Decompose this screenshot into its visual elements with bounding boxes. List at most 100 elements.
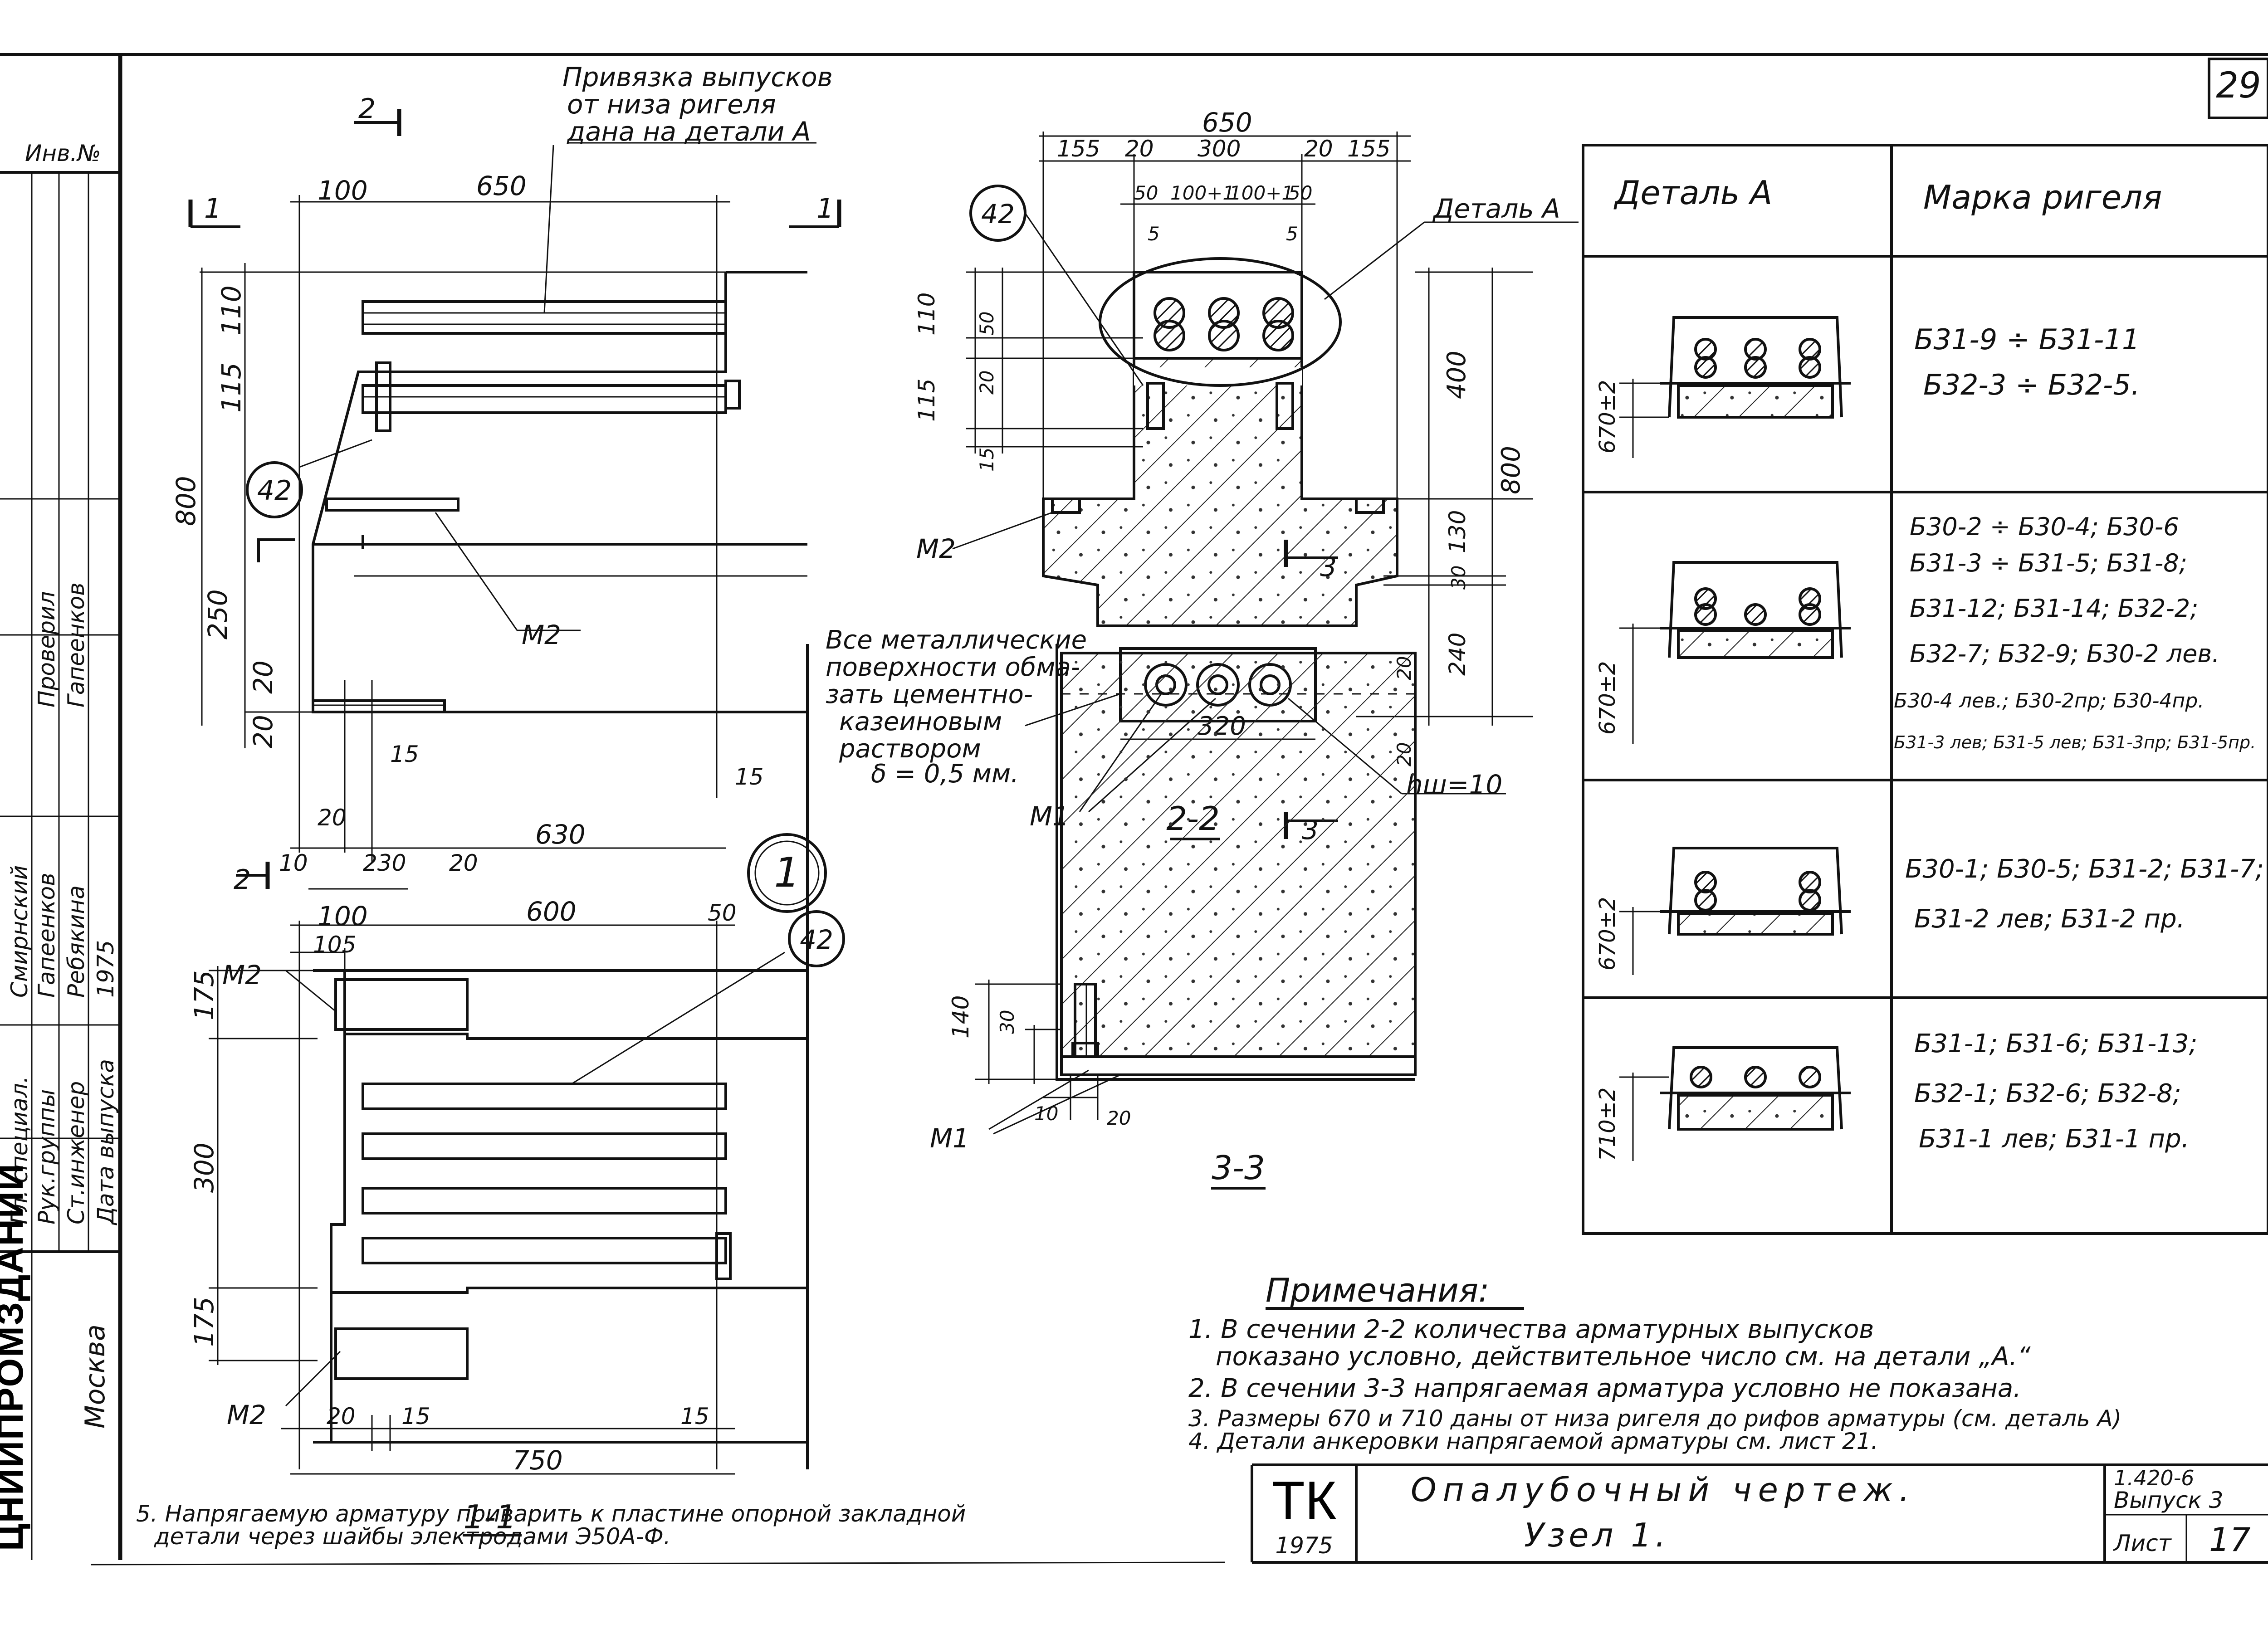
view-3-3-title: 3-3: [1212, 1149, 1265, 1187]
node-circle: [747, 833, 827, 913]
plan-dim-175b: 175: [189, 1297, 220, 1347]
embed-right: [1276, 382, 1294, 430]
signature-role-4: Дата выпуска: [93, 1059, 119, 1225]
section-mark-2-top: 2: [358, 93, 376, 125]
sec-dim-30: 30: [1447, 566, 1470, 590]
signature-name-2: Гапеенков: [34, 873, 60, 998]
drawing-title: Опалубочный чертеж.: [1411, 1471, 1916, 1509]
note-release-binding-3: дана на детали А: [567, 116, 811, 147]
organization-name: ЦНИИПРОМЗДАНИЙ: [0, 1163, 31, 1551]
sec-dim-115: 115: [914, 379, 940, 422]
city-name: Москва: [79, 1324, 111, 1429]
sec-dim-155: 155: [1057, 136, 1100, 162]
sec-dim-155b: 155: [1347, 136, 1390, 162]
side-title-block: [0, 171, 120, 1560]
section-mark-3-top: 3: [1320, 551, 1337, 582]
coating-note-3: зать цементно-: [826, 680, 1033, 709]
dim-20-h: 20: [318, 805, 347, 831]
plan-dim-50: 50: [708, 900, 737, 926]
row2-line-2: Б31-3 ÷ Б31-5; Б31-8;: [1910, 549, 2187, 577]
sheet-frame: [0, 53, 2268, 1566]
dim-15-b: 15: [735, 764, 764, 790]
sheet-number: 17: [2209, 1521, 2251, 1559]
plan-dim-20: 20: [327, 1403, 356, 1429]
note-1: 1. В сечении 2-2 количества арматурных в…: [1188, 1315, 1874, 1344]
v33-dim-10: 10: [1034, 1102, 1058, 1125]
label-42-circle-2-2: [969, 185, 1026, 242]
dim-100: 100: [318, 175, 368, 206]
dim-800: 800: [171, 476, 201, 526]
table-header-detail: Деталь А: [1613, 174, 1772, 212]
sec-dim-20b: 20: [1304, 136, 1333, 162]
inv-label: Инв.№: [25, 140, 101, 166]
sec-dim-130: 130: [1444, 510, 1471, 553]
section-mark-1-right: 1: [816, 193, 834, 224]
signature-name-4: 1975: [93, 940, 119, 998]
sec-dim-400: 400: [1442, 351, 1471, 399]
dim-650: 650: [476, 171, 527, 201]
dim-20-v: 20: [248, 660, 279, 694]
signature-name-1: Смирнский: [6, 865, 33, 998]
dim-15-a: 15: [390, 741, 419, 767]
row1-line-1: Б31-9 ÷ Б31-11: [1914, 323, 2140, 356]
signature-role-1: Гл. специал.: [6, 1076, 33, 1224]
dim-110: 110: [216, 285, 247, 336]
v33-dim-140: 140: [948, 995, 974, 1039]
v33-dim-20: 20: [1107, 1107, 1131, 1129]
notes-title: Примечания:: [1266, 1271, 1489, 1309]
table-detail-sketches: [1619, 316, 1851, 1161]
plan-dim-175: 175: [189, 970, 220, 1020]
note-5-line-2: детали через шайбы электродами Э50А-Ф.: [154, 1523, 671, 1550]
node-title: Узел 1.: [1524, 1516, 1669, 1554]
detail-table: [1582, 144, 2268, 1235]
plan-label-m2b: М2: [227, 1400, 266, 1430]
sec-dim-240: 240: [1444, 633, 1471, 676]
row4-line-1: Б31-1; Б31-6; Б31-13;: [1914, 1029, 2197, 1058]
page-number-box: [2208, 58, 2268, 119]
dim-250: 250: [202, 589, 233, 639]
row4-line-2: Б32-1; Б32-6; Б32-8;: [1914, 1079, 2181, 1108]
signature-role-3: Ст.инженер: [63, 1081, 89, 1224]
note-release-binding-1: Привязка выпусков: [562, 62, 833, 93]
row4-dim: 710±2: [1595, 1088, 1620, 1161]
sec-dim-20v: 20: [976, 371, 998, 395]
row2-line-1: Б30-2 ÷ Б30-4; Б30-6: [1910, 512, 2179, 541]
view-1-1-title: 1-1: [463, 1498, 517, 1536]
plan-dim-15b: 15: [680, 1403, 709, 1429]
signature-name-3: Ребякина: [63, 885, 89, 998]
issue-number: Выпуск 3: [2114, 1487, 2223, 1513]
node-number: 1: [774, 849, 800, 897]
sec-dim-50b: 50: [1288, 182, 1312, 204]
embed-left: [1146, 382, 1165, 430]
row2-line-6: Б31-3 лев; Б31-5 лев; Б31-3пр; Б31-5пр.: [1894, 732, 2256, 752]
stamp-year: 1975: [1275, 1532, 1333, 1559]
dim-20-h2: 20: [449, 850, 478, 876]
dim-630: 630: [535, 819, 586, 850]
plan-label-42: 42: [800, 924, 833, 955]
note-1-cont: показано условно, действительное число с…: [1216, 1342, 2031, 1371]
plate-m2-top: [334, 978, 469, 1031]
row4-line-3: Б31-1 лев; Б31-1 пр.: [1919, 1124, 2190, 1154]
v33-dim-30: 30: [996, 1010, 1018, 1034]
note-release-binding-2: от низа ригеля: [567, 89, 776, 120]
label-m2-2-2: М2: [916, 533, 956, 564]
sec-dim-300: 300: [1198, 136, 1241, 162]
detail-a-label: Деталь А: [1432, 193, 1560, 224]
table-header-mark: Марка ригеля: [1923, 178, 2162, 216]
checked-label: Проверил: [34, 591, 60, 707]
dim-10: 10: [279, 850, 308, 876]
sec-dim-50: 50: [1134, 182, 1158, 204]
label-42-circle-1-1: [246, 461, 303, 518]
sec-dim-110: 110: [914, 293, 940, 336]
sec-dim-50v: 50: [976, 312, 998, 336]
row3-dim: 670±2: [1595, 897, 1620, 971]
sheet-label: Лист: [2113, 1530, 2172, 1556]
plan-dim-300: 300: [189, 1142, 220, 1193]
label-42-1-1: 42: [257, 475, 292, 507]
view-3-3-section: [975, 644, 1417, 1135]
label-m1-3-3: М1: [930, 1123, 969, 1154]
row1-dim: 670±2: [1595, 380, 1620, 454]
plan-dim-105: 105: [313, 932, 356, 958]
dim-20-v2: 20: [248, 715, 279, 748]
sec-dim-5b: 5: [1286, 223, 1298, 245]
